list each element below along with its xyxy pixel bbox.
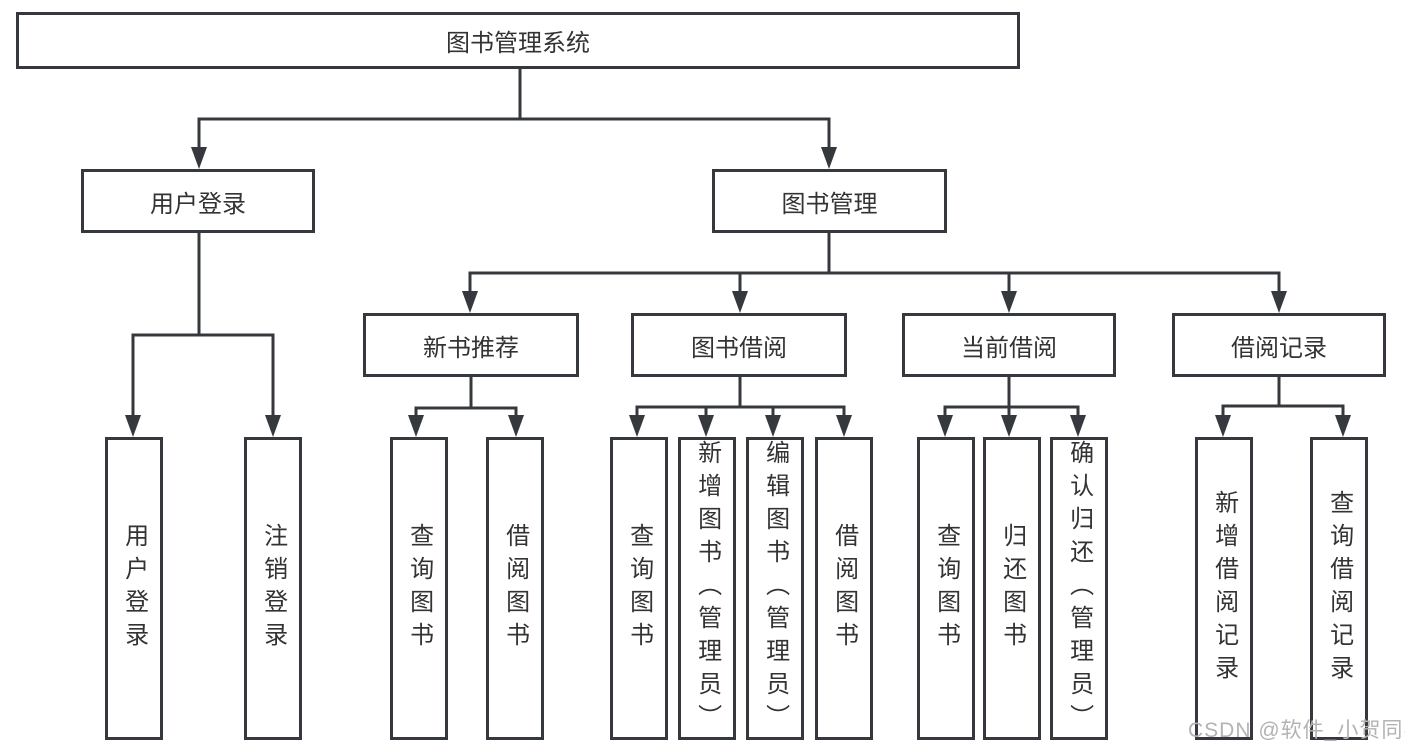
leaf-current-query-books: 查询图书 — [917, 437, 975, 740]
node-label: 新增借阅记录 — [1210, 489, 1238, 688]
node-label: 新增图书（管理员） — [693, 440, 721, 737]
node-book-management: 图书管理 — [712, 169, 947, 233]
watermark-csdn: CSDN @软件_小贺同学 — [1188, 719, 1405, 742]
connector-book-management-to-level3 — [462, 233, 1287, 313]
leaf-newbook-borrow-books: 借阅图书 — [486, 437, 544, 740]
connector-borrowing-records-to-leaves — [1215, 377, 1351, 437]
connector-new-book-recommend-to-leaves — [408, 377, 524, 437]
leaf-current-return-books: 归还图书 — [983, 437, 1041, 740]
node-label: 查询图书 — [405, 522, 433, 655]
node-book-borrowing: 图书借阅 — [631, 313, 847, 377]
node-label: 图书管理 — [781, 190, 878, 218]
leaf-borrowing-add-books-admin: 新增图书（管理员） — [678, 437, 736, 740]
node-label: 图书管理系统 — [446, 30, 590, 57]
leaf-borrowing-query-books: 查询图书 — [610, 437, 668, 740]
leaf-records-query-borrow-record: 查询借阅记录 — [1310, 437, 1368, 740]
node-label: 归还图书 — [998, 522, 1026, 655]
node-label: 新书推荐 — [423, 334, 519, 362]
connector-user-login-to-leaves — [125, 233, 281, 437]
node-label: 借阅图书 — [501, 522, 529, 655]
leaf-newbook-query-books: 查询图书 — [390, 437, 448, 740]
connector-root-to-level2 — [191, 68, 837, 169]
node-label: 用户登录 — [120, 522, 148, 655]
leaf-borrowing-borrow-books: 借阅图书 — [815, 437, 873, 740]
leaf-records-add-borrow-record: 新增借阅记录 — [1195, 437, 1253, 740]
leaf-userlogin-logout: 注销登录 — [244, 437, 302, 740]
leaf-userlogin-user-login: 用户登录 — [105, 437, 163, 740]
node-label: 确认归还（管理员） — [1065, 440, 1093, 737]
node-label: 借阅图书 — [830, 522, 858, 655]
node-borrowing-records: 借阅记录 — [1172, 313, 1386, 377]
node-label: 查询图书 — [932, 522, 960, 655]
node-label: 注销登录 — [259, 522, 287, 655]
node-current-borrowing: 当前借阅 — [902, 313, 1116, 377]
leaf-current-confirm-return-admin: 确认归还（管理员） — [1050, 437, 1108, 740]
node-label: 查询借阅记录 — [1325, 489, 1353, 688]
node-label: 用户登录 — [150, 190, 246, 218]
connector-current-borrowing-to-leaves — [937, 377, 1086, 437]
node-label: 查询图书 — [625, 522, 653, 655]
connector-book-borrowing-to-leaves — [629, 377, 852, 437]
node-label: 图书借阅 — [691, 334, 787, 362]
node-label: 借阅记录 — [1231, 334, 1327, 362]
node-root-library-management-system: 图书管理系统 — [16, 12, 1020, 69]
node-user-login: 用户登录 — [81, 169, 315, 233]
leaf-borrowing-edit-books-admin: 编辑图书（管理员） — [746, 437, 804, 740]
node-label: 编辑图书（管理员） — [761, 440, 789, 737]
node-new-book-recommend: 新书推荐 — [363, 313, 579, 377]
node-label: 当前借阅 — [961, 334, 1057, 362]
